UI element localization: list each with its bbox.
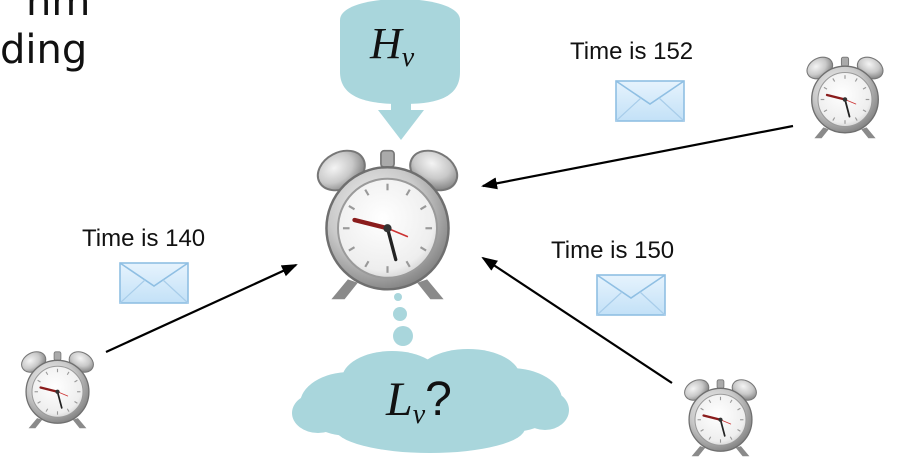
low-clock-question: ? [425, 373, 452, 426]
clock-bottom-left-icon [16, 346, 99, 430]
message-label-150: Time is 150 [551, 237, 675, 264]
arrow-from-bottom-left [105, 263, 298, 354]
low-clock-cloud [292, 349, 569, 453]
envelope-140-icon [119, 262, 189, 304]
clock-top-right-icon [801, 51, 889, 140]
message-label-140: Time is 140 [82, 225, 206, 252]
message-label-152: Time is 152 [570, 38, 694, 65]
high-clock-bubble [340, 0, 460, 140]
central-clock-icon [311, 143, 464, 299]
high-clock-var: H [370, 19, 402, 68]
partial-heading-line2: ding [0, 27, 88, 73]
clock-bottom-right-icon [679, 374, 762, 458]
low-clock-sub: v [412, 399, 426, 430]
partial-heading-line1: hm [26, 0, 91, 25]
low-clock-label: Lv? [386, 372, 452, 431]
high-clock-sub: v [401, 42, 415, 73]
arrow-from-top-right [481, 124, 794, 190]
thought-dots [393, 293, 413, 346]
bubble-pointer-arrow [378, 110, 424, 140]
arrow-from-bottom-right [481, 256, 673, 384]
high-clock-label: Hv [370, 18, 414, 74]
envelope-150-icon [596, 274, 666, 316]
envelope-152-icon [615, 80, 685, 122]
low-clock-var: L [386, 373, 413, 426]
